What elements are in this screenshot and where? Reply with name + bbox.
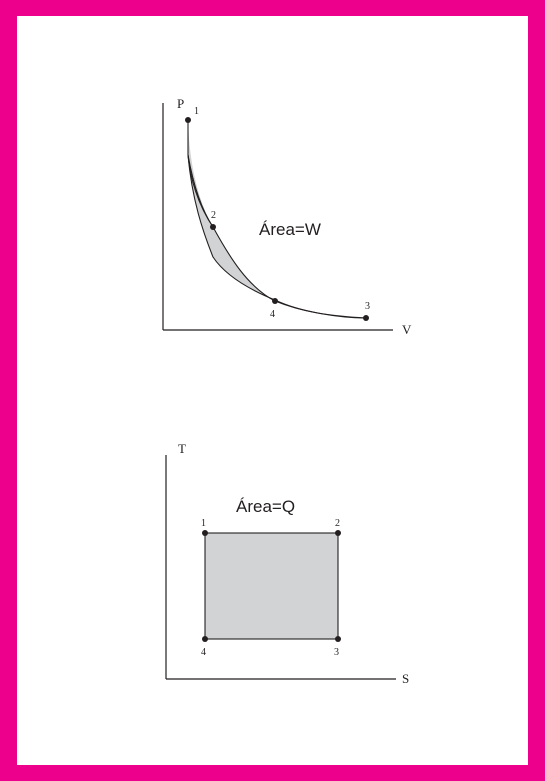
ts-point-1 (202, 530, 208, 536)
ts-point-1-label: 1 (201, 518, 206, 529)
pv-point-3-label: 3 (365, 301, 370, 312)
pv-area-label: Área=W (259, 220, 321, 239)
pv-x-axis-label: V (402, 322, 412, 337)
ts-x-axis-label: S (402, 671, 409, 686)
pv-point-2 (210, 224, 216, 230)
ts-cycle-area (204, 532, 339, 640)
pv-diagram: P V Área=W 1 2 3 4 (162, 96, 412, 337)
ts-area-label: Área=Q (236, 497, 295, 516)
pv-point-1-label: 1 (194, 106, 199, 117)
pv-cycle-area (188, 120, 366, 318)
pv-point-4 (272, 298, 278, 304)
ts-point-2 (335, 530, 341, 536)
ts-point-4-label: 4 (201, 647, 206, 658)
pv-point-1 (185, 117, 191, 123)
pv-point-3 (363, 315, 369, 321)
ts-point-2-label: 2 (335, 518, 340, 529)
ts-point-3 (335, 636, 341, 642)
pv-point-2-label: 2 (211, 210, 216, 221)
pv-curve-lower (187, 154, 367, 319)
pv-y-axis-label: P (177, 96, 184, 111)
ts-y-axis-label: T (178, 441, 186, 456)
ts-diagram: T S Área=Q 1 2 3 4 (165, 441, 409, 686)
ts-point-4 (202, 636, 208, 642)
pv-point-4-label: 4 (270, 309, 275, 320)
ts-point-3-label: 3 (334, 647, 339, 658)
